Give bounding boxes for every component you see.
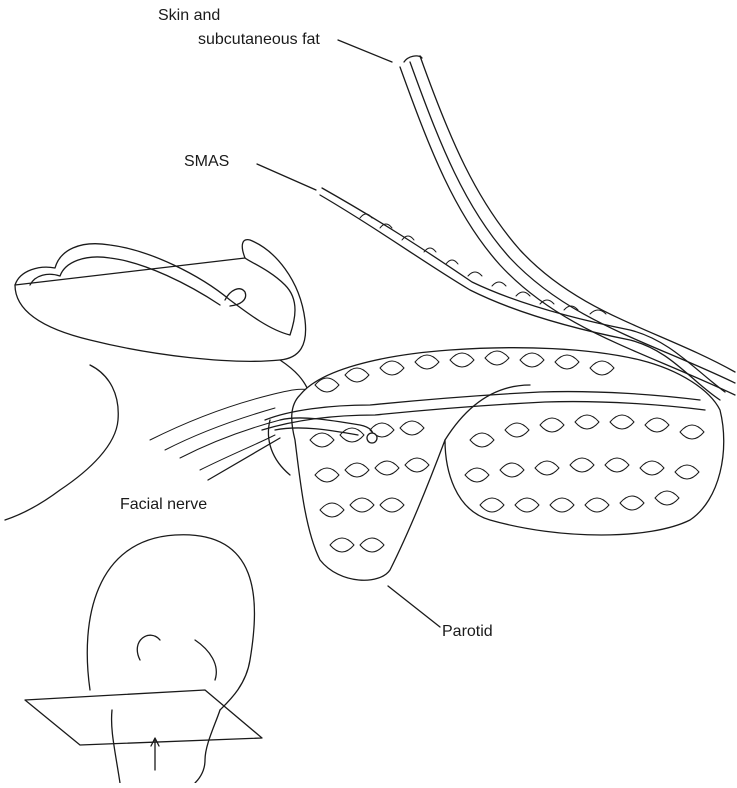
connective-tissue [150,389,310,470]
skin-layer [400,56,735,395]
label-smas: SMAS [184,152,229,172]
parotid-gland [262,348,724,581]
ear-structure [5,240,310,520]
label-parotid: Parotid [442,622,493,642]
inset-head-plane [25,535,262,783]
label-facial-nerve: Facial nerve [120,495,207,515]
label-skin-line1: Skin and [158,6,220,26]
label-skin-line2: subcutaneous fat [198,30,320,50]
